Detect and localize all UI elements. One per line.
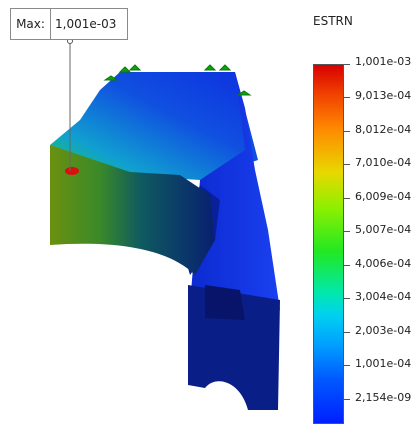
max-point-marker bbox=[65, 167, 79, 175]
strain-plot-model[interactable] bbox=[0, 0, 310, 427]
legend-tick-mark bbox=[343, 198, 350, 199]
legend-tick-label: 1,001e-03 bbox=[355, 55, 412, 68]
legend-tick-mark bbox=[343, 298, 350, 299]
legend-tick-mark bbox=[343, 332, 350, 333]
legend-tick-label: 3,004e-04 bbox=[355, 290, 412, 303]
legend-tick-mark bbox=[343, 64, 350, 65]
max-probe-box[interactable]: Max: 1,001e-03 bbox=[10, 8, 128, 40]
legend-tick-mark bbox=[343, 97, 350, 98]
legend-tick-label: 5,007e-04 bbox=[355, 223, 412, 236]
legend-title: ESTRN bbox=[313, 14, 353, 28]
model-lower-slot bbox=[205, 285, 245, 320]
legend-color-bar bbox=[313, 64, 344, 424]
legend-tick-mark bbox=[343, 231, 350, 232]
legend-tick-mark bbox=[343, 131, 350, 132]
model-top-face bbox=[50, 72, 258, 180]
model-right-face bbox=[190, 72, 280, 310]
legend-tick-mark bbox=[343, 164, 350, 165]
max-probe-label: Max: bbox=[11, 9, 51, 39]
legend-tick-label: 2,003e-04 bbox=[355, 324, 412, 337]
model-front-face bbox=[50, 145, 215, 275]
legend-tick-mark bbox=[343, 265, 350, 266]
legend-tick-label: 8,012e-04 bbox=[355, 123, 412, 136]
legend-tick-label: 6,009e-04 bbox=[355, 190, 412, 203]
legend-tick-label: 7,010e-04 bbox=[355, 156, 412, 169]
legend-tick-mark bbox=[343, 365, 350, 366]
legend-tick-label: 1,001e-04 bbox=[355, 357, 412, 370]
legend-tick-label: 9,013e-04 bbox=[355, 89, 412, 102]
legend-tick-label: 4,006e-04 bbox=[355, 257, 412, 270]
max-probe-value: 1,001e-03 bbox=[55, 17, 117, 31]
legend-tick-label: 2,154e-09 bbox=[355, 391, 412, 404]
fixture-icon bbox=[103, 64, 252, 96]
legend-tick-mark bbox=[343, 399, 350, 400]
